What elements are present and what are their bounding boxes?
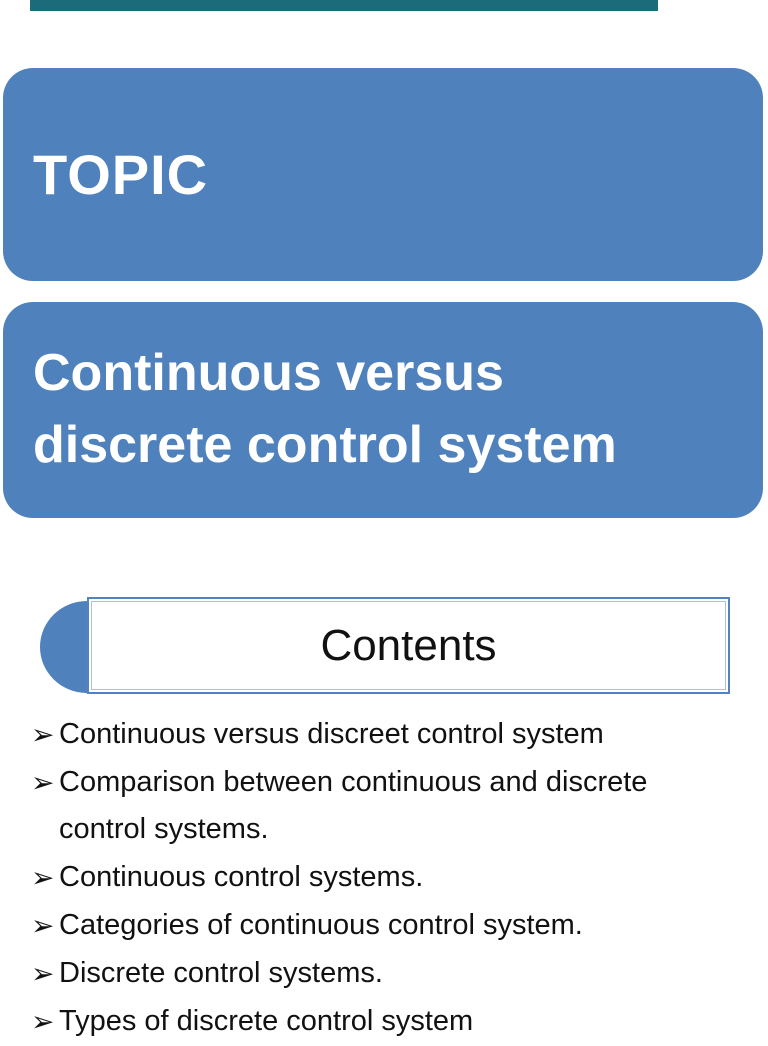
list-item: ➢ Categories of continuous control syste… <box>31 902 733 949</box>
list-item-text: Continuous versus discreet control syste… <box>59 718 604 750</box>
arrow-bullet-icon: ➢ <box>31 766 55 799</box>
list-item: ➢ Continuous control systems. <box>31 854 733 901</box>
arrow-bullet-icon: ➢ <box>31 1005 55 1038</box>
list-item: ➢ Discrete control systems. <box>31 950 733 997</box>
slide-page: { "colors": { "accent": "#4f81bd", "cont… <box>3 0 763 1038</box>
arrow-bullet-icon: ➢ <box>31 909 55 942</box>
list-item: ➢ Continuous versus discreet control sys… <box>31 711 733 758</box>
arrow-bullet-icon: ➢ <box>31 957 55 990</box>
topic-label: TOPIC <box>33 143 209 206</box>
arrow-bullet-icon: ➢ <box>31 718 55 751</box>
list-item-text: Comparison between continuous and discre… <box>59 766 648 845</box>
slide-title-line-1: Continuous versus <box>33 344 504 403</box>
list-item-text: Continuous control systems. <box>59 861 424 893</box>
contents-bullet-list: ➢ Continuous versus discreet control sys… <box>31 711 745 1046</box>
list-item-text: Types of discrete control system <box>59 1005 474 1037</box>
list-item-text: Discrete control systems. <box>59 957 383 989</box>
topic-box: TOPIC <box>3 68 763 281</box>
contents-banner: Contents <box>87 597 730 694</box>
slide-title-line-2: discrete control system <box>33 416 617 474</box>
arrow-bullet-icon: ➢ <box>31 861 55 894</box>
viewer-top-bar <box>30 0 658 11</box>
list-item: ➢ Comparison between continuous and disc… <box>31 759 733 853</box>
list-item: ➢ Types of discrete control system <box>31 998 733 1045</box>
contents-heading: Contents <box>320 620 497 670</box>
list-item-text: Categories of continuous control system. <box>59 909 583 941</box>
slide-title-box: Continuous versus discrete control syste… <box>3 302 763 518</box>
